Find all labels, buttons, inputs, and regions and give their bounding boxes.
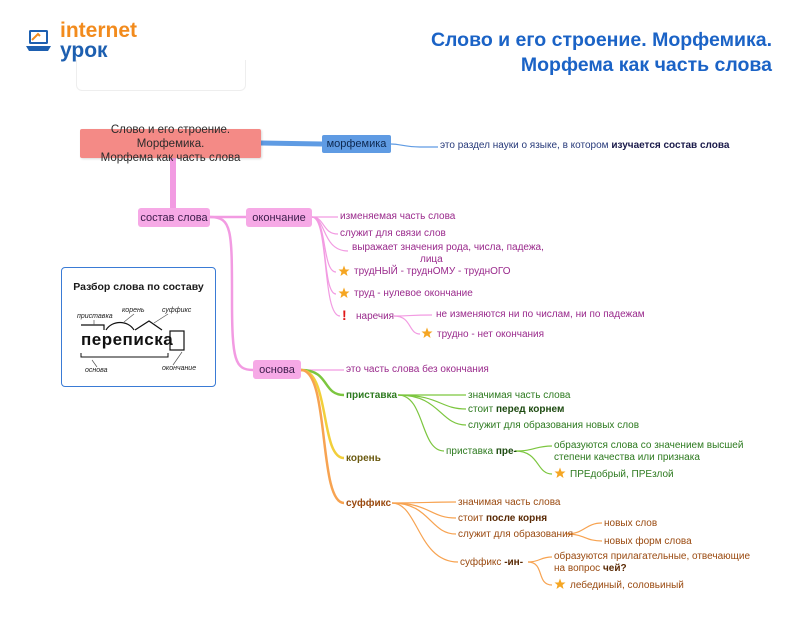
analyzed-word: переписка [81,330,174,349]
adverbs-example: трудно - нет окончания [437,329,545,340]
label-suffiks: суффикс [162,307,192,314]
suffiks-in-text: суффикс [460,557,505,568]
pristavka-item: служит для образования новых слов [468,420,640,431]
pristavka-label: приставка [346,390,398,401]
label-okonchanie: окончание [162,365,197,372]
okonchanie-item: служит для связи слов [340,228,446,239]
morfemika-definition-bold: изучается состав слова [611,140,730,151]
panel-title: Разбор слова по составу [73,281,204,293]
root-node: Слово и его строение. Морфемика. Морфема… [80,124,261,164]
label-pristavka: приставка [77,313,113,320]
adverbs-label: наречия [356,311,395,322]
page-title: Слово и его строение. Морфемика. Морфема… [252,28,772,78]
suffiks-position: стоит после корня [458,513,547,525]
osnova-node: основа [253,360,301,379]
okonchanie-example2: труд - нулевое окончание [354,288,473,299]
laptop-icon [26,30,51,51]
morfemika-definition: это раздел науки о языке, в котором изуч… [440,140,729,152]
sostav-slova-node: состав слова [138,208,210,227]
page-title-line1: Слово и его строение. Морфемика. [430,29,772,51]
pristavka-pre-example: ПРЕдобрый, ПРЕзлой [570,469,674,480]
suffiks-label: суффикс [346,498,392,509]
suffiks-in-note-bold: чей? [602,563,627,574]
label-osnova: основа [85,367,108,374]
okonchanie-meaning-line2: лица [420,254,443,265]
suffiks-position-bold: после корня [485,513,548,524]
morfemika-node: морфемика [322,135,391,153]
pristavka-pre-note-line2: степени качества или признака [554,452,700,463]
suffiks-in-example: лебединый, соловьиный [570,580,684,591]
pristavka-position: стоит перед корнем [468,404,564,416]
okonchanie-item: изменяемая часть слова [340,211,456,222]
morpheme-marks [80,313,185,368]
suffiks-purpose: служит для образования [458,529,574,540]
word-analysis-panel: Разбор слова по составу переписка приста… [61,267,216,387]
suffiks-in-note-text: на вопрос [554,563,603,574]
suffiks-purpose-sub: новых слов [604,518,658,529]
exclamation-icon: ! [342,307,347,323]
star-icon [338,265,350,276]
pristavka-pre-note-line1: образуются слова со значением высшей [554,440,744,451]
suffix-mark [134,320,163,331]
okonchanie-node: окончание [246,208,312,227]
koren-label: корень [346,453,381,464]
suffiks-position-text: стоит [458,513,486,524]
star-icon [338,287,350,298]
star-icon [554,467,566,478]
root-node-line1: Слово и его строение. Морфемика. [110,123,231,150]
logo-text-line2: урок [60,39,108,62]
suffiks-in-note-line1: образуются прилагательные, отвечающие [554,551,751,562]
root-morf-connector [260,140,323,147]
pristavka-pre-bold: пре- [495,446,517,457]
logo-text-line1: internet [60,19,138,42]
suffiks-item: значимая часть слова [458,497,561,508]
star-icon [554,578,566,589]
pristavka-item: значимая часть слова [468,390,571,401]
page-title-line2: Морфема как часть слова [520,54,772,76]
okonchanie-example1: трудНЫЙ - труднОМУ - труднОГО [354,266,511,277]
pristavka-pre-text: приставка [446,446,496,457]
osnova-definition: это часть слова без окончания [346,364,489,375]
ending-box [169,330,185,351]
root-node-line2: Морфема как часть слова [100,151,241,164]
suffiks-purpose-sub: новых форм слова [604,536,692,547]
prefix-mark [81,324,105,330]
pristavka-position-bold: перед корнем [495,404,565,415]
pristavka-pre-label: приставка пре- [446,446,517,458]
blank-placeholder-box [76,60,246,91]
okonchanie-meaning-line1: выражает значения рода, числа, падежа, [352,242,544,253]
stem-bracket [80,353,169,358]
suffiks-in-bold: -ин- [504,557,524,568]
morfemika-definition-text: это раздел науки о языке, в котором [440,140,612,151]
root-arc [105,321,135,331]
pristavka-position-text: стоит [468,404,496,415]
adverbs-note: не изменяются ни по числам, ни по падежа… [436,309,645,320]
suffiks-in-note-line2: на вопрос чей? [554,563,627,575]
label-koren: корень [122,307,145,314]
suffiks-in-label: суффикс -ин- [460,557,523,569]
star-icon [421,327,433,338]
